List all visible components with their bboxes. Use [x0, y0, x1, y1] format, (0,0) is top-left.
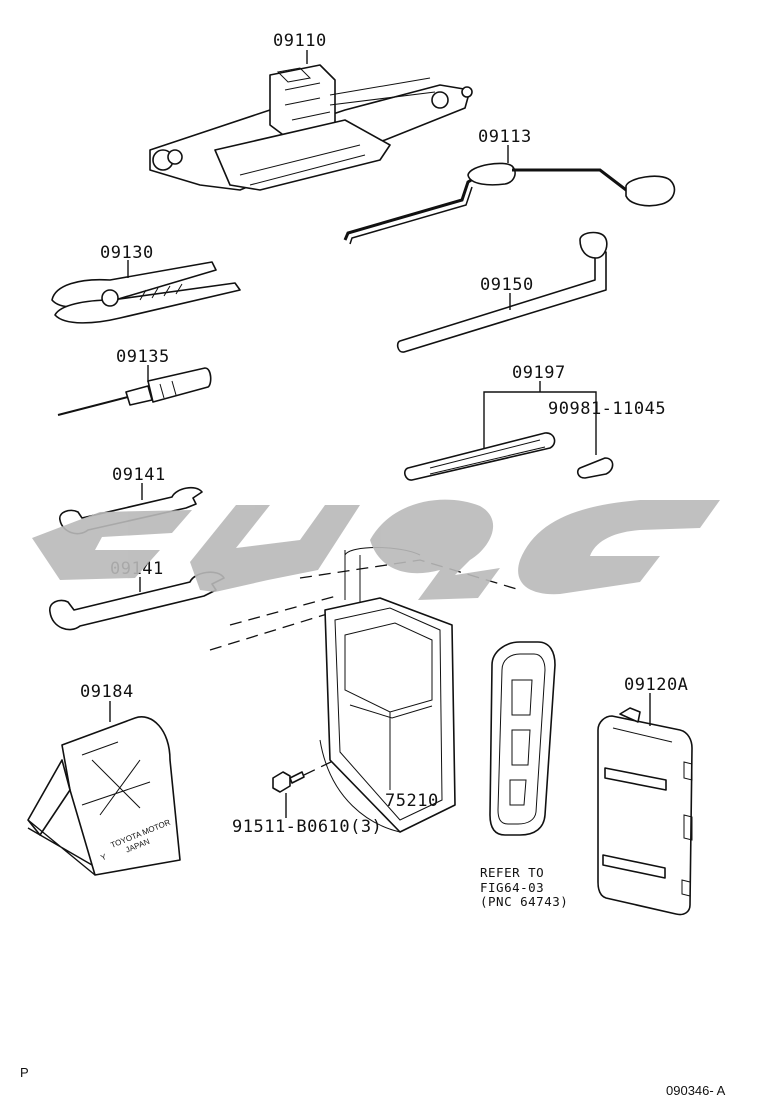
label-lug-wrench: 09150	[480, 275, 534, 295]
jack-drawing	[149, 64, 473, 191]
label-handle: 09113	[478, 127, 532, 147]
label-tool-sub: 90981-11045	[548, 399, 666, 419]
triangle-stand-drawing	[27, 716, 181, 876]
note-refer-2: FIG64-03	[480, 880, 544, 895]
corner-right: 090346- A	[666, 1083, 726, 1098]
tool-tray-drawing	[209, 547, 521, 833]
label-tray: 75210	[385, 791, 439, 811]
stamp-line-3: Y	[99, 852, 108, 863]
watermark-logo	[32, 499, 720, 600]
label-tool-bag: 09120A	[624, 675, 688, 695]
label-triangle: 09184	[80, 682, 134, 702]
lug-wrench-drawing	[396, 231, 608, 353]
pliers-drawing	[51, 261, 241, 324]
corner-left: P	[20, 1065, 29, 1080]
cover-frame-drawing	[489, 641, 556, 836]
bolt-drawing	[272, 771, 305, 793]
label-pliers: 09130	[100, 243, 154, 263]
label-bolt: 91511-B0610(3)	[232, 817, 382, 837]
screwdriver-drawing	[57, 367, 212, 416]
note-refer-1: REFER TO	[480, 865, 544, 880]
label-wrench-a: 09141	[112, 465, 166, 485]
tool-group-drawing	[403, 432, 614, 481]
note-refer-3: (PNC 64743)	[480, 894, 568, 909]
label-jack: 09110	[273, 31, 327, 51]
jack-handle-drawing	[343, 162, 676, 245]
label-screwdriver: 09135	[116, 347, 170, 367]
label-tool-group: 09197	[512, 363, 566, 383]
tool-bag-drawing	[597, 707, 693, 916]
bolt-dash-line	[303, 759, 336, 776]
